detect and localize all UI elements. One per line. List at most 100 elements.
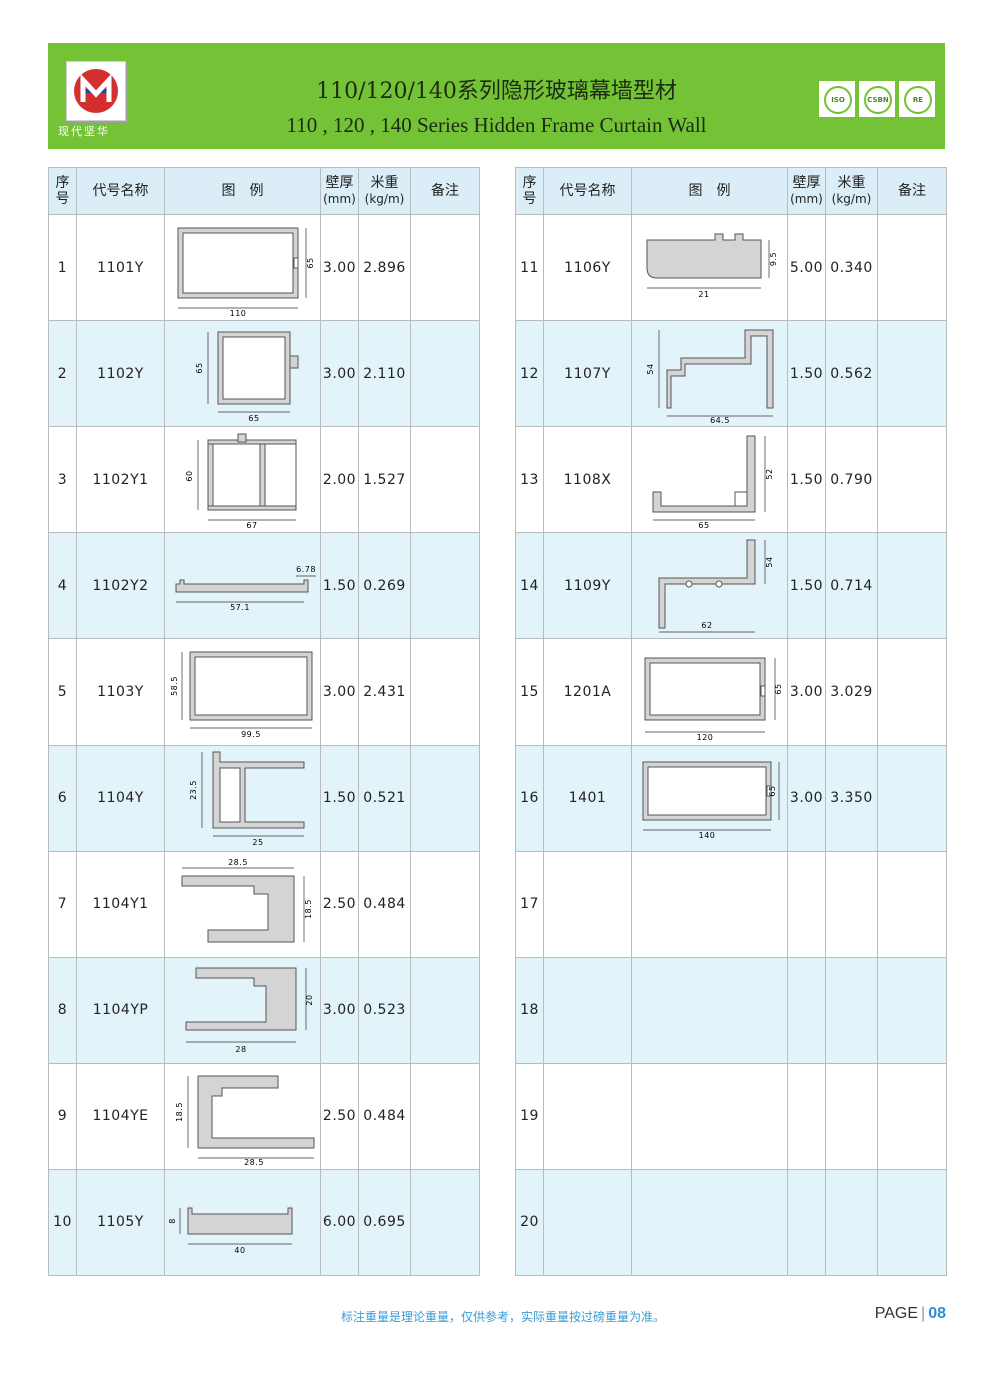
row-thickness: 2.50 <box>320 850 359 958</box>
table-row: 15 1201A 120 65 3.00 3.029 <box>515 638 947 746</box>
dim-label: 67 <box>246 521 257 530</box>
re-cert-icon: RE <box>899 81 935 117</box>
row-code: 1104YP <box>76 956 165 1064</box>
dim-label: 140 <box>698 831 715 840</box>
logo-text: 现代坚华 <box>58 125 110 138</box>
row-seq: 11 <box>515 214 544 322</box>
profile-drawing: 65 65 <box>164 320 321 428</box>
row-seq: 14 <box>515 532 544 640</box>
dim-label: 8 <box>168 1219 177 1225</box>
certification-badges: ISO CSBN RE <box>819 81 935 117</box>
page-title-cn: 110/120/140系列隐形玻璃幕墙型材 <box>316 79 677 104</box>
row-code: 1104Y <box>76 744 165 852</box>
profile-drawing <box>631 1168 788 1277</box>
dim-label: 28.5 <box>228 858 248 867</box>
table-row: 5 1103Y 99.5 58.5 3.00 2.431 <box>48 638 480 746</box>
row-weight: 2.896 <box>358 214 411 322</box>
header-thickness: 壁厚(mm) <box>320 166 359 216</box>
table-header-row: 序号 代号名称 图 例 壁厚(mm) 米重(kg/m) 备注 <box>48 166 480 216</box>
row-seq: 5 <box>48 638 77 746</box>
row-remark <box>877 214 947 322</box>
table-row: 13 1108X 65 52 1.50 0.790 <box>515 426 947 534</box>
row-thickness: 2.50 <box>320 1062 359 1170</box>
profile-drawing: 110 65 <box>164 214 321 322</box>
profile-table-left: 序号 代号名称 图 例 壁厚(mm) 米重(kg/m) 备注 1 1101Y 1… <box>48 166 480 1277</box>
row-weight <box>825 956 878 1064</box>
row-seq: 16 <box>515 744 544 852</box>
profile-drawing: 28.5 18.5 <box>164 850 321 958</box>
table-row: 9 1104YE 28.5 18.5 2.50 0.484 <box>48 1062 480 1170</box>
dim-label: 20 <box>305 995 314 1006</box>
profile-drawing: 140 65 <box>631 744 788 852</box>
header-remark: 备注 <box>877 166 947 216</box>
table-row: 2 1102Y 65 65 3.00 2.110 <box>48 320 480 428</box>
row-thickness: 1.50 <box>320 744 359 852</box>
row-seq: 2 <box>48 320 77 428</box>
row-weight: 2.431 <box>358 638 411 746</box>
row-remark <box>410 426 480 534</box>
row-remark <box>877 532 947 640</box>
row-seq: 7 <box>48 850 77 958</box>
row-seq: 9 <box>48 1062 77 1170</box>
row-remark <box>877 956 947 1064</box>
dim-label: 6.78 <box>296 565 316 574</box>
row-thickness <box>787 956 826 1064</box>
table-row: 18 <box>515 956 947 1064</box>
profile-drawing <box>631 956 788 1064</box>
header-weight: 米重(kg/m) <box>825 166 878 216</box>
row-weight: 0.523 <box>358 956 411 1064</box>
iso-cert-icon: ISO <box>819 81 855 117</box>
profile-drawing <box>631 1062 788 1170</box>
row-code: 1105Y <box>76 1168 165 1277</box>
row-weight: 0.269 <box>358 532 411 640</box>
dim-label: 65 <box>195 362 204 373</box>
row-remark <box>410 532 480 640</box>
profile-table-right: 序号 代号名称 图 例 壁厚(mm) 米重(kg/m) 备注 11 1106Y … <box>515 166 947 1277</box>
row-thickness: 6.00 <box>320 1168 359 1277</box>
header-code: 代号名称 <box>76 166 165 216</box>
row-weight <box>825 1168 878 1277</box>
row-seq: 13 <box>515 426 544 534</box>
row-thickness: 2.00 <box>320 426 359 534</box>
profile-drawing: 64.5 54 <box>631 320 788 428</box>
row-weight: 1.527 <box>358 426 411 534</box>
row-remark <box>410 1168 480 1277</box>
dim-label: 23.5 <box>189 780 198 800</box>
dim-label: 99.5 <box>241 730 261 739</box>
row-seq: 4 <box>48 532 77 640</box>
row-remark <box>877 426 947 534</box>
dim-label: 52 <box>765 468 774 479</box>
row-weight: 2.110 <box>358 320 411 428</box>
dim-label: 21 <box>698 290 709 299</box>
header-seq: 序号 <box>48 166 77 216</box>
dim-label: 60 <box>185 470 194 481</box>
row-seq: 19 <box>515 1062 544 1170</box>
row-remark <box>877 1062 947 1170</box>
profile-drawing: 67 60 <box>164 426 321 534</box>
row-code: 1102Y2 <box>76 532 165 640</box>
company-logo <box>66 61 126 121</box>
table-row: 10 1105Y 40 8 6.00 0.695 <box>48 1168 480 1277</box>
table-header-row: 序号 代号名称 图 例 壁厚(mm) 米重(kg/m) 备注 <box>515 166 947 216</box>
row-code: 1106Y <box>543 214 632 322</box>
table-row: 7 1104Y1 28.5 18.5 2.50 0.484 <box>48 850 480 958</box>
row-code: 1102Y <box>76 320 165 428</box>
dim-label: 65 <box>306 257 315 268</box>
row-thickness: 5.00 <box>787 214 826 322</box>
row-code: 1201A <box>543 638 632 746</box>
row-weight: 0.790 <box>825 426 878 534</box>
row-remark <box>877 850 947 958</box>
row-code: 1108X <box>543 426 632 534</box>
row-thickness <box>787 1062 826 1170</box>
page-number: PAGE|08 <box>874 1305 946 1322</box>
table-row: 1 1101Y 110 65 3.00 2.896 <box>48 214 480 322</box>
row-seq: 12 <box>515 320 544 428</box>
header-code: 代号名称 <box>543 166 632 216</box>
row-remark <box>410 638 480 746</box>
header-weight: 米重(kg/m) <box>358 166 411 216</box>
row-seq: 6 <box>48 744 77 852</box>
dim-label: 65 <box>768 785 777 796</box>
row-code: 1109Y <box>543 532 632 640</box>
table-row: 4 1102Y2 57.1 6.78 1.50 0.269 <box>48 532 480 640</box>
table-row: 12 1107Y 64.5 54 1.50 0.562 <box>515 320 947 428</box>
